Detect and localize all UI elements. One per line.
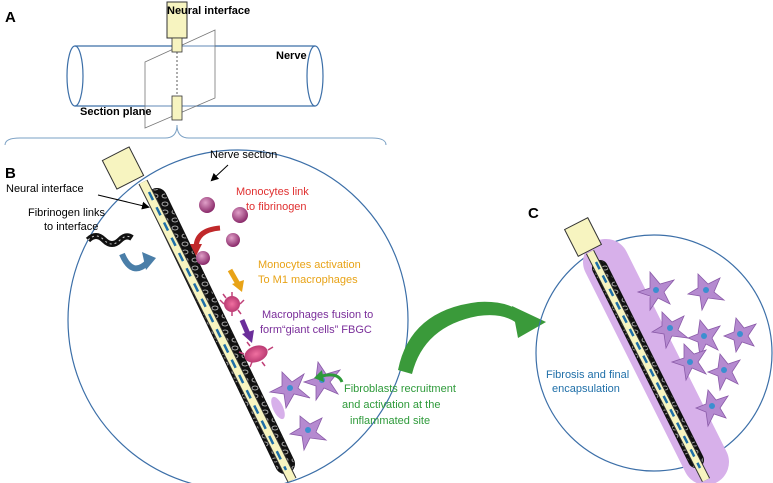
panel-letter-a: A xyxy=(5,9,16,26)
fibrinogen-strand xyxy=(85,233,134,247)
monocytes xyxy=(196,197,248,265)
label-monocytes-activation-1: Monocytes activation xyxy=(258,259,361,271)
label-nerve: Nerve xyxy=(276,50,307,62)
zoom-bracket xyxy=(4,124,387,146)
m1-macrophage xyxy=(219,292,245,316)
label-fibrosis-1: Fibrosis and final xyxy=(546,369,629,381)
neural-interface-arrow xyxy=(97,194,150,210)
panel-a: A Neural interface Nerve Section plane xyxy=(4,1,387,146)
neural-interface-probe-b xyxy=(101,146,297,483)
giant-cell-fbgc xyxy=(238,341,274,368)
label-fibrinogen-1: Fibrinogen links xyxy=(28,207,106,219)
nerve-cylinder xyxy=(66,45,324,107)
fusion-arrow xyxy=(239,319,254,343)
label-fibrinogen-2: to interface xyxy=(44,221,98,233)
nerve-section-circle-c xyxy=(535,234,773,472)
activation-arrow xyxy=(227,268,244,292)
label-fibroblasts-3: inflammated site xyxy=(350,415,430,427)
fibroblast-arrow xyxy=(321,373,344,383)
label-fibroblasts-2: and activation at the xyxy=(342,399,440,411)
panel-b: B Nerve section Neural interface Fibrino… xyxy=(5,146,456,483)
label-monocytes-activation-2: To M1 macrophages xyxy=(258,274,358,286)
nerve-section-circle-b xyxy=(67,149,409,483)
neural-interface-probe-c xyxy=(563,217,711,483)
label-neural-interface-a: Neural interface xyxy=(167,5,250,17)
label-neural-interface-b: Neural interface xyxy=(6,183,84,195)
label-macrophages-fusion-2: form“giant cells” FBGC xyxy=(260,324,372,336)
label-nerve-section: Nerve section xyxy=(210,149,277,161)
label-monocytes-link-1: Monocytes link xyxy=(236,186,309,198)
panel-letter-b: B xyxy=(5,165,16,182)
label-section-plane: Section plane xyxy=(80,106,152,118)
label-monocytes-link-2: to fibrinogen xyxy=(246,201,307,213)
panel-letter-c: C xyxy=(528,205,539,222)
label-fibrosis-2: encapsulation xyxy=(552,383,620,395)
transition-arrow xyxy=(398,301,546,374)
neural-interface-probe-a xyxy=(166,1,188,121)
panel-c: C xyxy=(528,205,773,483)
fibrosis-capsule xyxy=(583,239,729,483)
label-fibroblasts-1: Fibroblasts recruitment xyxy=(344,383,456,395)
fibroblasts-c xyxy=(636,270,757,428)
section-plane xyxy=(144,29,216,129)
label-macrophages-fusion-1: Macrophages fusion to xyxy=(262,309,373,321)
nerve-section-arrow xyxy=(210,164,229,182)
